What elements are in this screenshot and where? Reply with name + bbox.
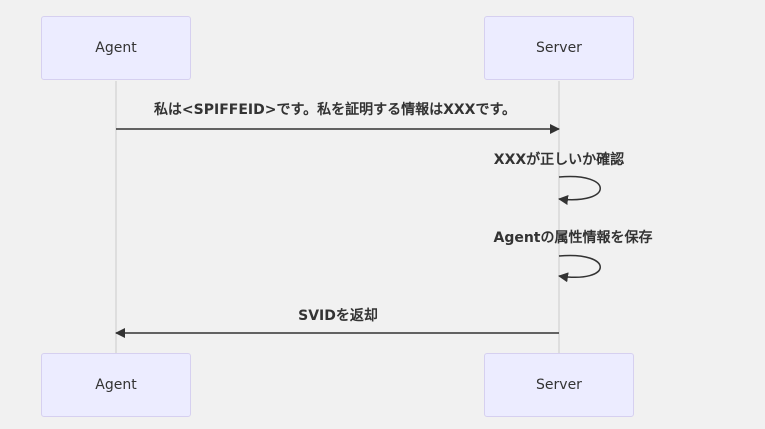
agent-actor-bottom-label: Agent (95, 377, 137, 393)
server-actor-bottom: Server (484, 353, 634, 417)
server-actor-top: Server (484, 16, 634, 80)
message-3-self-arrow (558, 254, 601, 283)
message-1-label: 私は<SPIFFEID>です。私を証明する情報はXXXです。 (154, 101, 516, 118)
server-actor-top-label: Server (536, 40, 582, 56)
message-2-label: XXXが正しいか確認 (494, 151, 624, 168)
agent-actor-top-label: Agent (95, 40, 137, 56)
server-actor-bottom-label: Server (536, 377, 582, 393)
agent-actor-top: Agent (41, 16, 191, 80)
agent-actor-bottom: Agent (41, 353, 191, 417)
message-4-label: SVIDを返却 (298, 307, 378, 324)
message-3-label: Agentの属性情報を保存 (493, 229, 652, 246)
message-2-self-arrow (558, 175, 601, 205)
